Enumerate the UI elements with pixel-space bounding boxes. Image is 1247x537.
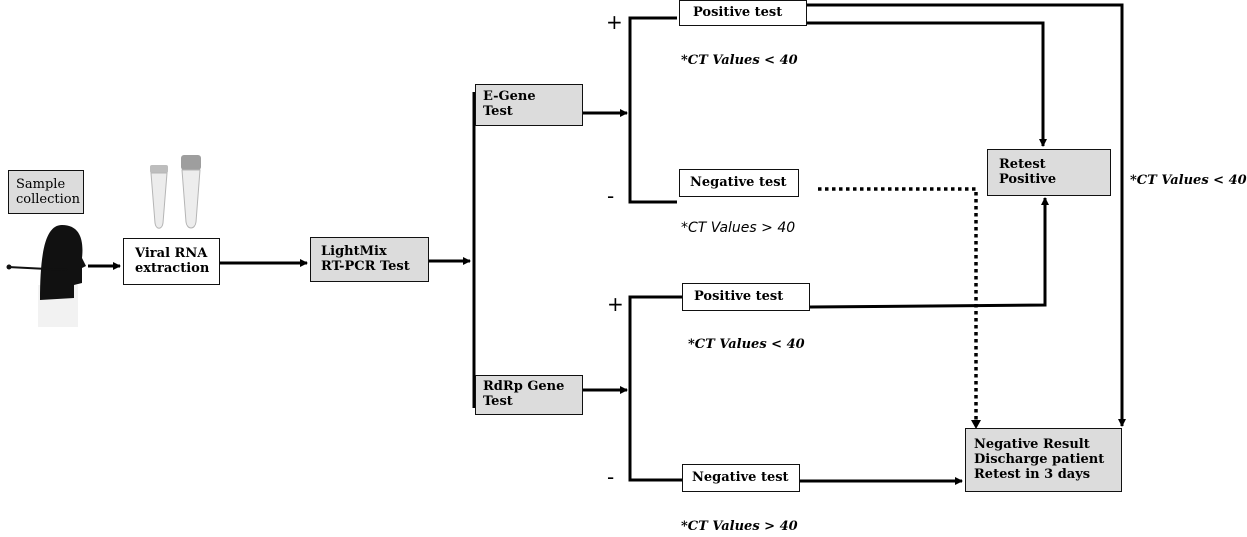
- positive-test-bottom-node: Positive test: [682, 283, 810, 311]
- negative-test-top-node: Negative test: [679, 169, 799, 197]
- bracket-top: [628, 16, 677, 204]
- minus-sign-top: -: [607, 184, 615, 208]
- negative-result-node: Negative Result Discharge patient Retest…: [965, 428, 1122, 492]
- dotted-arrowhead: [971, 420, 981, 429]
- ct-note-top-negative: *CT Values > 40: [681, 220, 796, 236]
- person-swab-icon: [6, 225, 86, 327]
- retest-positive-node: Retest Positive: [987, 149, 1111, 196]
- ct-note-bottom-positive: *CT Values < 40: [688, 337, 805, 352]
- bracket-bottom: [628, 295, 682, 482]
- ct-note-right: *CT Values < 40: [1130, 173, 1247, 188]
- negative-test-bottom-node: Negative test: [682, 464, 800, 492]
- positive-test-top-node: Positive test: [679, 0, 807, 26]
- ct-note-top-positive: *CT Values < 40: [681, 53, 798, 68]
- arrow-pos-bottom-to-retest: [809, 197, 1049, 309]
- viral-rna-node: Viral RNA extraction: [123, 238, 220, 285]
- arrow-pos-top-to-negative-result: [807, 3, 1126, 427]
- minus-sign-bottom: -: [607, 465, 615, 489]
- test-tubes-icon: [150, 155, 201, 229]
- ct-note-bottom-negative: *CT Values > 40: [681, 519, 798, 534]
- lightmix-node: LightMix RT-PCR Test: [310, 237, 429, 282]
- rdrp-node: RdRp Gene Test: [475, 375, 583, 415]
- egene-node: E-Gene Test: [475, 84, 583, 126]
- arrow-pos-top-to-retest: [807, 21, 1047, 147]
- plus-sign-bottom: +: [607, 292, 624, 316]
- plus-sign-top: +: [606, 10, 623, 34]
- sample-collection-node: Sample collection: [8, 170, 84, 214]
